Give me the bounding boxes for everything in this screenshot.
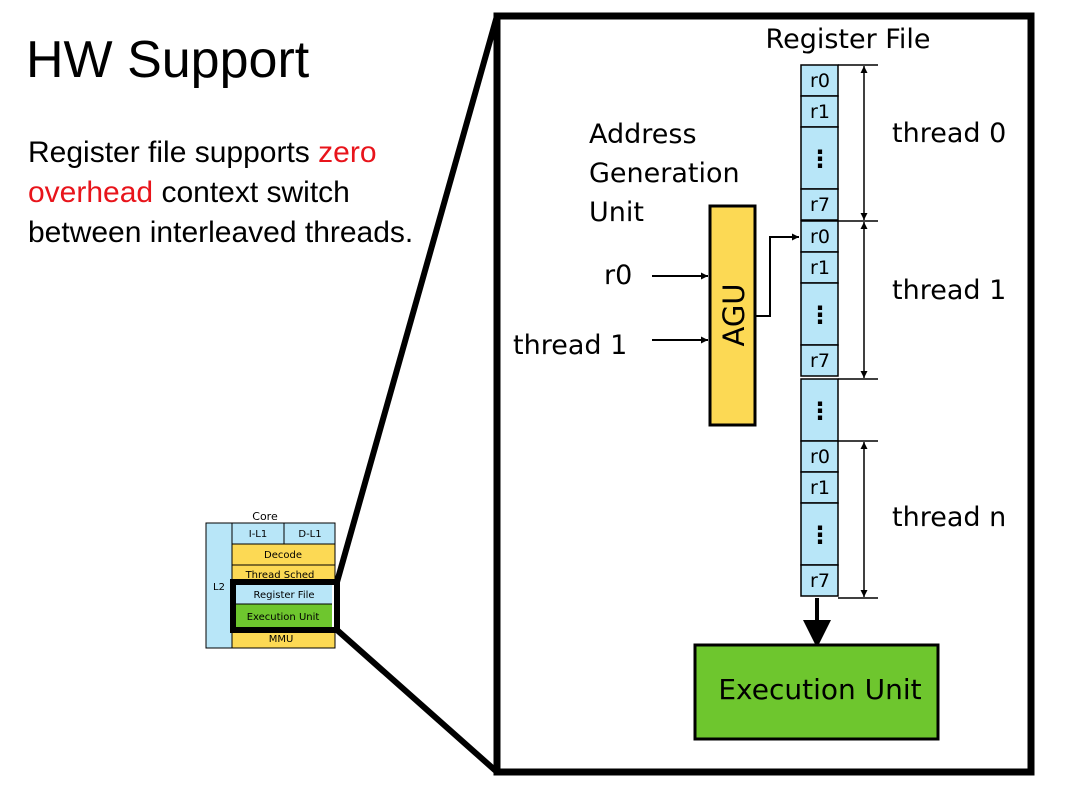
register-cell [800, 282, 839, 346]
register-ellipsis: ⋮ [808, 145, 832, 173]
core-l2-label: L2 [213, 582, 225, 593]
zoom-line-top [334, 15, 500, 583]
core-thread-sched-label: Thread Sched [245, 570, 315, 581]
core-il1-label: I-L1 [249, 529, 268, 540]
agu-block [708, 204, 757, 427]
zoom-line-bottom [335, 627, 499, 775]
core-dl1-label: D-L1 [298, 529, 321, 540]
core-title: Core [252, 510, 278, 523]
agu-caption-line: Generation [589, 158, 740, 189]
slide-title: HW Support [26, 31, 310, 89]
body-text-part: Register file supports [28, 136, 319, 169]
slide-body-text: Register file supports zero overhead con… [28, 133, 458, 253]
execution-unit-label: Execution Unit [718, 673, 921, 706]
core-mmu-label: MMU [269, 634, 294, 645]
core-decode-label: Decode [264, 550, 302, 561]
thread-brackets: thread 0 thread 1 thread n [838, 64, 1006, 599]
agu-caption-line: Address [589, 119, 697, 150]
register-cell [800, 126, 839, 190]
agu-input-register-label: r0 [604, 260, 632, 291]
agu-label: AGU [717, 283, 751, 346]
core-register-file-label: Register File [253, 590, 314, 601]
register-label: r7 [810, 570, 830, 592]
agu-caption: Address Generation Unit [589, 119, 740, 228]
register-cell [800, 95, 839, 128]
thread-label: thread 0 [892, 118, 1006, 149]
register-cell [800, 64, 839, 97]
register-file-title: Register File [766, 24, 931, 55]
body-text-part: context switch between interleaved threa… [28, 176, 414, 249]
register-cell [800, 564, 839, 597]
thread-label: thread 1 [892, 275, 1006, 306]
core-execution-unit-label: Execution Unit [247, 612, 320, 623]
agu-input-thread-label: thread 1 [513, 330, 627, 361]
register-cell [800, 440, 839, 473]
register-ellipsis: ⋮ [808, 521, 832, 549]
highlight-zero: zero [318, 136, 377, 169]
register-file-column: r0 r1 ⋮ r7 r0 r1 ⋮ r7 ⋮ r0 r1 ⋮ r7 [800, 64, 839, 597]
core-l2-block [205, 522, 233, 649]
register-cell [800, 344, 839, 377]
register-cell [800, 220, 839, 253]
register-label: r7 [810, 194, 830, 216]
register-label: r0 [810, 226, 830, 248]
register-ellipsis: ⋮ [808, 301, 832, 329]
register-cell [800, 188, 839, 221]
register-label: r0 [810, 446, 830, 468]
register-ellipsis: ⋮ [808, 397, 832, 425]
register-label: r1 [810, 101, 830, 123]
core-register-file-block [236, 584, 332, 604]
thread-label: thread n [892, 502, 1006, 533]
core-execution-unit-block [236, 604, 332, 628]
agu-caption-line: Unit [589, 197, 644, 228]
core-diagram: Core L2 I-L1 D-L1 Decode Thread Sched Re… [205, 510, 340, 649]
register-label: r7 [810, 350, 830, 372]
agu-output-arrow [755, 233, 799, 317]
zoom-selection-box [230, 579, 340, 633]
register-label: r1 [810, 257, 830, 279]
register-label: r0 [810, 70, 830, 92]
highlight-overhead: overhead [28, 176, 154, 209]
register-cell [800, 502, 839, 566]
register-label: r1 [810, 477, 830, 499]
execution-unit-block [693, 643, 940, 741]
